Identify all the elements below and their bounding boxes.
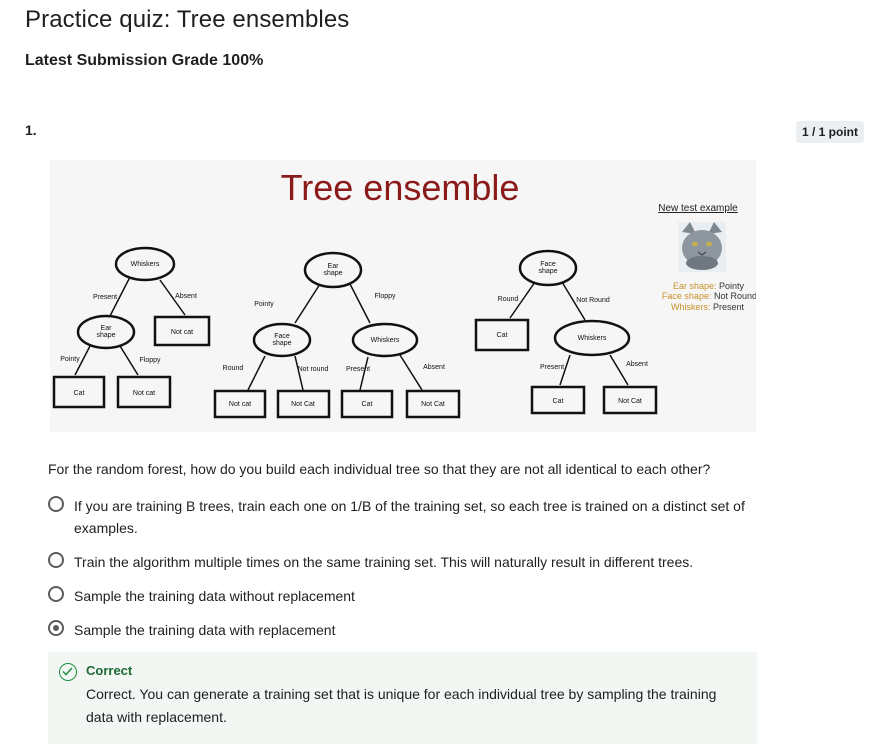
tree2-leaf-3: Cat <box>362 401 373 408</box>
points-badge: 1 / 1 point <box>795 121 864 143</box>
radio-button-3[interactable] <box>48 586 64 602</box>
grade-label: Latest Submission Grade <box>25 52 218 69</box>
feedback-text: Correct. You can generate a training set… <box>86 686 717 725</box>
svg-text:Ear shape: Pointy: Ear shape: Pointy <box>673 281 745 291</box>
feature-face-value: Not Round <box>714 291 756 301</box>
tree3-leaf-cat: Cat <box>497 332 508 339</box>
feature-whiskers-name: Whiskers: <box>671 302 711 312</box>
tree2-node-whiskers: Whiskers <box>371 337 400 344</box>
tree2-edge-floppy: Floppy <box>374 293 396 300</box>
tree2-leaf-2: Not Cat <box>291 401 315 408</box>
radio-button-4[interactable] <box>48 620 64 636</box>
option-3-label: Sample the training data without replace… <box>74 588 355 604</box>
tree-ensemble-figure: Tree ensemble Whiskers Present Absent Ea… <box>50 160 756 432</box>
feature-whiskers-value: Present <box>713 302 745 312</box>
tree1-leaf-notcat-2: Not cat <box>133 390 155 397</box>
tree1-leaf-notcat: Not cat <box>171 329 193 336</box>
question-text: For the random forest, how do you build … <box>48 461 711 477</box>
grade-line: Latest Submission Grade 100% <box>25 52 263 70</box>
tree1-edge-floppy: Floppy <box>139 357 161 364</box>
radio-button-2[interactable] <box>48 552 64 568</box>
radio-button-1[interactable] <box>48 496 64 512</box>
tree3-leaf-notcat: Not Cat <box>618 398 642 405</box>
tree3-edge-absent: Absent <box>626 361 648 368</box>
tree3-node-whiskers: Whiskers <box>578 335 607 342</box>
feedback-panel: Correct Correct. You can generate a trai… <box>48 652 757 744</box>
tree1-edge-present: Present <box>93 294 117 301</box>
cat-icon <box>678 222 726 272</box>
tree-3 <box>474 249 658 415</box>
feature-face-name: Face shape: <box>662 291 712 301</box>
feature-ear-name: Ear shape: <box>673 281 717 291</box>
option-1-label: If you are training B trees, train each … <box>74 498 745 536</box>
figure-title: Tree ensemble <box>281 167 520 208</box>
svg-text:Face shape: Not Round: Face shape: Not Round <box>662 291 756 301</box>
tree2-edge-absent: Absent <box>423 364 445 371</box>
option-2-label: Train the algorithm multiple times on th… <box>74 554 694 570</box>
tree1-edge-absent: Absent <box>175 293 197 300</box>
tree2-edge-notround: Not round <box>298 366 329 373</box>
option-3[interactable]: Sample the training data without replace… <box>48 585 754 607</box>
tree2-edge-round: Round <box>223 365 244 372</box>
new-example-heading: New test example <box>658 203 738 214</box>
tree3-edge-round: Round <box>498 296 519 303</box>
tree2-leaf-1: Not cat <box>229 401 251 408</box>
feedback-title: Correct <box>86 663 133 678</box>
svg-text:Whiskers: Present: Whiskers: Present <box>671 302 745 312</box>
tree2-edge-present: Present <box>346 366 370 373</box>
tree3-edge-notround: Not Round <box>576 297 610 304</box>
tree-1 <box>52 246 211 409</box>
tree1-root: Whiskers <box>131 261 160 268</box>
option-4-label: Sample the training data with replacemen… <box>74 622 336 638</box>
tree-2 <box>213 251 461 419</box>
option-4[interactable]: Sample the training data with replacemen… <box>48 619 754 641</box>
question-number: 1. <box>25 122 37 138</box>
tree1-leaf-cat: Cat <box>74 390 85 397</box>
check-circle-icon <box>59 663 77 681</box>
page-title: Practice quiz: Tree ensembles <box>25 6 350 33</box>
tree3-edge-present: Present <box>540 364 564 371</box>
tree1-edge-pointy: Pointy <box>60 356 80 363</box>
tree2-edge-pointy: Pointy <box>254 301 274 308</box>
option-1[interactable]: If you are training B trees, train each … <box>48 495 754 539</box>
option-2[interactable]: Train the algorithm multiple times on th… <box>48 551 754 573</box>
grade-value: 100% <box>222 52 264 69</box>
tree2-leaf-4: Not Cat <box>421 401 445 408</box>
feature-ear-value: Pointy <box>719 281 745 291</box>
tree3-leaf-cat-2: Cat <box>553 398 564 405</box>
